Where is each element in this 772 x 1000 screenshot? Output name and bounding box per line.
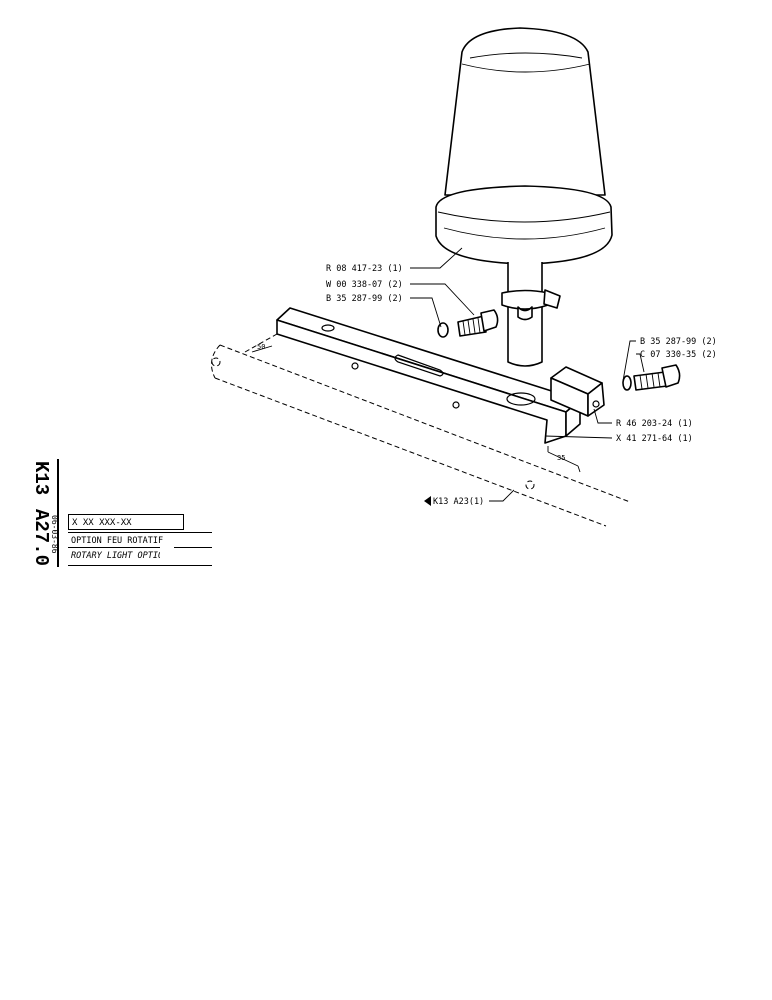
title-block: K13 A27.0 06-03-86 X XX XXX-XX OPTION FE…	[24, 459, 212, 569]
drawing-date: 06-03-86	[50, 515, 59, 554]
drawing-code-sheet: A27.0	[30, 509, 52, 567]
callout-x41: X 41 271-64 (1)	[616, 434, 693, 444]
dimension-35-label: 35	[557, 454, 565, 462]
dimension-50-label: 50	[257, 343, 265, 351]
part-number-box: X XX XXX-XX	[68, 514, 184, 530]
callout-w00: W 00 338-07 (2)	[326, 280, 403, 290]
reference-k13-a23: K13 A23(1)	[424, 496, 484, 507]
callout-c07: C 07 330-35 (2)	[640, 350, 717, 360]
mast-tube	[501, 262, 561, 367]
reference-arrow-icon	[424, 496, 431, 506]
dimension-35: 35	[547, 446, 581, 473]
title-divider-2	[68, 547, 212, 548]
title-french: OPTION FEU ROTATIF	[71, 536, 164, 546]
title-divider-3	[68, 565, 212, 566]
drawing-code-group: K13	[30, 461, 52, 496]
leader-lines	[410, 247, 645, 502]
callout-b35-right: B 35 287-99 (2)	[640, 337, 717, 347]
callout-b35-left: B 35 287-99 (2)	[326, 294, 403, 304]
clamp-block	[550, 366, 605, 417]
scan-gap	[160, 547, 174, 563]
drawing-code: K13 A27.0	[24, 459, 59, 567]
callout-r46: R 46 203-24 (1)	[616, 419, 693, 429]
bolt-set-right	[622, 364, 681, 391]
rotary-beacon	[435, 27, 613, 265]
callout-r08: R 08 417-23 (1)	[326, 264, 403, 274]
cab-roof-outline	[210, 333, 631, 527]
title-divider	[68, 532, 212, 533]
bolt-set-left	[437, 309, 499, 338]
title-english: ROTARY LIGHT OPTION	[71, 551, 169, 561]
dimension-50: 50	[251, 343, 273, 353]
callout-k13-ref: K13 A23(1)	[433, 497, 484, 507]
